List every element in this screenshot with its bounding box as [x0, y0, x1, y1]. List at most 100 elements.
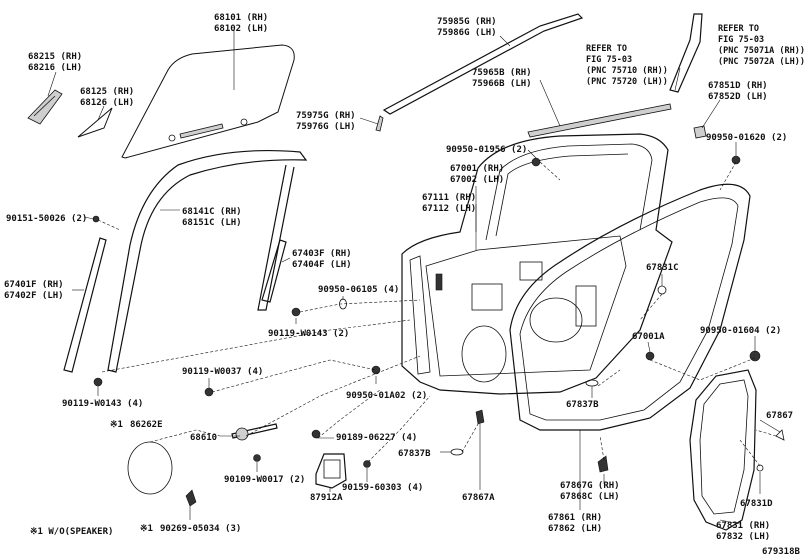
clip-67867g	[597, 455, 609, 473]
note-mark-86262e: ※1	[110, 420, 123, 430]
clip-67867a	[475, 409, 485, 425]
bracket-inner	[323, 459, 341, 479]
label-67851d: 67851D (RH)	[708, 81, 768, 91]
label-68216: 68216 (LH)	[28, 63, 82, 73]
bolt-90109	[253, 454, 261, 462]
corner-cover-inner	[33, 95, 56, 117]
label-75976g: 75976G (LH)	[296, 122, 356, 132]
speaker-hole	[461, 325, 507, 383]
label-67852d: 67852D (LH)	[708, 92, 768, 102]
label-67404f: 67404F (LH)	[292, 260, 352, 270]
label-90189-06227: 90189-06227 (4)	[336, 433, 417, 443]
bolt-90119	[291, 307, 301, 317]
clip-90189	[311, 429, 321, 439]
grommet-90950-01620	[731, 155, 741, 165]
label-67001a: 67001A	[632, 332, 665, 342]
label-68215: 68215 (RH)	[28, 52, 82, 62]
door-frame-inner	[495, 153, 629, 237]
glass-bolt	[168, 134, 176, 142]
label-67861: 67861 (RH)	[548, 513, 602, 523]
label-67403f: 67403F (RH)	[292, 249, 352, 259]
label-75965b: 75965B (RH)	[472, 68, 532, 78]
glass-bolt	[240, 118, 248, 126]
bracket-67851d	[693, 125, 707, 139]
note-mark-90269: ※1	[140, 524, 153, 534]
door-weatherstrip	[509, 183, 751, 431]
moulding-end-piece	[375, 115, 384, 132]
label-75975g: 75975G (RH)	[296, 111, 356, 121]
grommet-90950-01a02	[371, 365, 381, 375]
mirror-bracket	[315, 453, 347, 489]
label-90119-w0037: 90119-W0037 (4)	[182, 367, 263, 377]
clip-67831d	[756, 464, 764, 472]
label-75986g: 75986G (LH)	[437, 28, 497, 38]
service-hole-cover	[689, 369, 757, 531]
door-glass	[121, 44, 295, 159]
ref1-line4: (PNC 75720 (LH))	[586, 77, 668, 87]
plug-67837b-lower	[450, 448, 464, 456]
panel-cutout	[519, 261, 543, 281]
latch-pocket	[435, 273, 443, 291]
outer-belt-moulding	[382, 13, 584, 115]
door-inner-panel	[425, 235, 627, 377]
label-67837b-lower: 67837B	[398, 449, 431, 459]
corner-cover	[27, 89, 63, 125]
ref1-line1: REFER TO	[586, 44, 627, 54]
label-67862: 67862 (LH)	[548, 524, 602, 534]
label-68101: 68101 (RH)	[214, 13, 268, 23]
clip-67831c	[657, 285, 667, 295]
ref1-line2: FIG 75-03	[586, 55, 632, 65]
label-67868c: 67868C (LH)	[560, 492, 620, 502]
panel-cutout	[471, 283, 503, 311]
label-90950-01a02: 90950-01A02 (2)	[346, 391, 427, 401]
label-90119-w0143-2: 90119-W0143 (2)	[268, 329, 349, 339]
division-bar-rear	[261, 239, 287, 303]
label-68141c: 68141C (RH)	[182, 207, 242, 217]
figure-id: 679318B	[762, 547, 801, 557]
service-hole-cover-inner	[699, 379, 749, 515]
ref2-line2: FIG 75-03	[718, 35, 764, 45]
bolt-90119-w0037	[204, 387, 214, 397]
window-frame-run	[107, 149, 308, 373]
leader-lines	[47, 30, 781, 525]
label-90109-w0017: 90109-W0017 (2)	[224, 475, 305, 485]
division-bar-front	[63, 237, 107, 373]
label-67832: 67832 (LH)	[716, 532, 770, 542]
assembly-lines	[97, 161, 777, 467]
label-67112: 67112 (LH)	[422, 204, 476, 214]
ref2-line4: (PNC 75072A (LH))	[718, 57, 805, 67]
label-68102: 68102 (LH)	[214, 24, 268, 34]
door-window-frame	[485, 143, 653, 241]
label-67831: 67831 (RH)	[716, 521, 770, 531]
label-68610: 68610	[190, 433, 217, 443]
bolt-90119	[93, 377, 103, 387]
label-67867g: 67867G (RH)	[560, 481, 620, 491]
label-90151-50026: 90151-50026 (2)	[6, 214, 87, 224]
window-regulator	[231, 423, 278, 439]
label-67002: 67002 (LH)	[450, 175, 504, 185]
label-67867a: 67867A	[462, 493, 495, 503]
label-67001: 67001 (RH)	[450, 164, 504, 174]
clip-67867	[775, 429, 785, 441]
belt-weatherstrip	[527, 103, 672, 138]
label-87912a: 87912A	[310, 493, 343, 503]
note-without-speaker: ※1 W/O(SPEAKER)	[30, 527, 113, 537]
label-90950-01956: 90950-01956 (2)	[446, 145, 527, 155]
label-90159-60303: 90159-60303 (4)	[342, 483, 423, 493]
label-67837b-upper: 67837B	[566, 400, 599, 410]
regulator-motor	[235, 427, 249, 441]
quarter-glass	[77, 107, 113, 138]
label-67867: 67867	[766, 411, 793, 421]
clip-67001a	[645, 351, 655, 361]
label-90269-05034: 90269-05034 (3)	[160, 524, 241, 534]
panel-cutout	[575, 285, 597, 327]
grommet-90950-01604	[749, 350, 761, 362]
label-90950-06105: 90950-06105 (4)	[318, 285, 399, 295]
door-weatherstrip-inner	[519, 197, 739, 421]
access-hole	[529, 297, 583, 343]
speaker-cover	[127, 441, 173, 495]
label-75985g: 75985G (RH)	[437, 17, 497, 27]
door-shell	[401, 133, 673, 395]
screw-90159	[363, 460, 371, 468]
label-90950-01604: 90950-01604 (2)	[700, 326, 781, 336]
